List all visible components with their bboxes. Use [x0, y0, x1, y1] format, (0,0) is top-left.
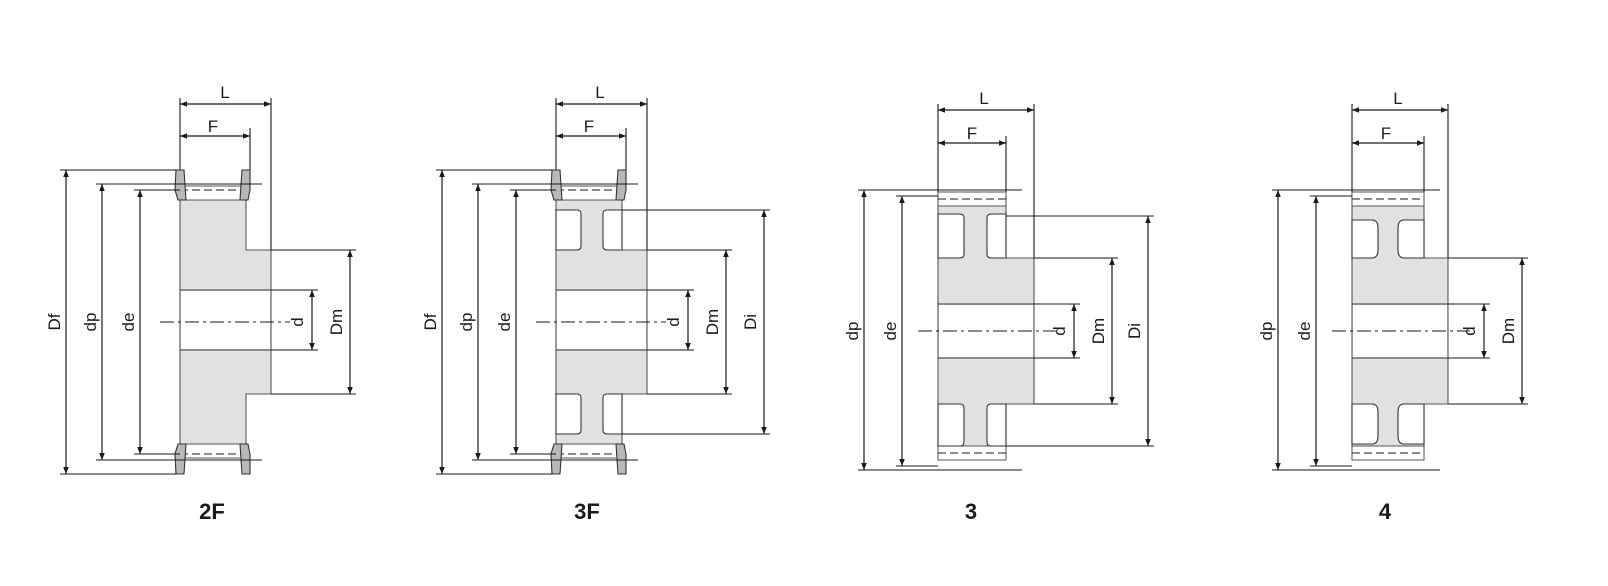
teeth-bottom-3: [937, 445, 1007, 461]
caption-3: 3: [965, 499, 977, 524]
dim-dp-label-2f: dp: [81, 313, 100, 332]
hole-top-left-3: [937, 213, 965, 259]
hole-top-4: [1351, 219, 1425, 259]
dim-df-label-3f: Df: [421, 313, 440, 330]
hole-bottom-left-3: [937, 403, 965, 447]
flange-right-top-3f: [615, 169, 627, 201]
teeth-top-3: [937, 191, 1007, 207]
dim-df-label-2f: Df: [45, 313, 64, 330]
dim-d-label-3: d: [1050, 326, 1069, 335]
dim-dm-label-3: Dm: [1089, 318, 1108, 344]
flange-left-top-2f: [174, 169, 187, 201]
flange-left-bottom-2f: [174, 443, 187, 475]
dim-l-label-3: L: [979, 89, 988, 108]
teeth-top-3f: [555, 185, 623, 201]
dim-di-label-3: Di: [1125, 323, 1144, 339]
dim-dp-label-4: dp: [1257, 322, 1276, 341]
hole-bottom-left-3f: [555, 393, 582, 435]
hole-top-right-3f: [602, 209, 623, 251]
bore-3f: [557, 291, 646, 349]
hole-bottom-right-3f: [602, 393, 623, 435]
dim-dp-label-3f: dp: [457, 313, 476, 332]
dim-de-label-4: de: [1295, 322, 1314, 341]
caption-3f: 3F: [574, 499, 600, 524]
flange-right-bottom-2f: [239, 443, 251, 475]
caption-4: 4: [1379, 499, 1392, 524]
figure-4: L F dp de d Dm 4: [1257, 89, 1528, 524]
teeth-bottom-2f: [179, 443, 247, 459]
flange-right-bottom-3f: [615, 443, 627, 475]
dim-f-label-3: F: [967, 124, 977, 143]
dim-dp-label-3: dp: [843, 322, 862, 341]
figure-2f: L F Df dp de d Dm 2F: [45, 83, 356, 524]
dim-dm-label-2f: Dm: [327, 309, 346, 335]
bore-2f: [181, 291, 270, 349]
dim-di-label-3f: Di: [741, 314, 760, 330]
hole-top-left-3f: [555, 209, 582, 251]
dim-l-label-2f: L: [220, 83, 229, 102]
flange-left-bottom-3f: [550, 443, 563, 475]
dim-l-label-3f: L: [595, 83, 604, 102]
dim-d-label-4: d: [1460, 326, 1479, 335]
dim-d-label-3f: d: [664, 317, 683, 326]
figure-3f: L F Df dp de d Dm Di 3F: [421, 83, 770, 524]
dim-de-label-2f: de: [119, 313, 138, 332]
dim-f-label-3f: F: [584, 117, 594, 136]
teeth-bottom-3f: [555, 443, 623, 459]
flange-right-top-2f: [239, 169, 251, 201]
dim-f-label-2f: F: [208, 117, 218, 136]
flange-left-top-3f: [550, 169, 563, 201]
teeth-top-2f: [179, 185, 247, 201]
dim-l-label-4: L: [1393, 89, 1402, 108]
dim-dm-label-4: Dm: [1499, 318, 1518, 344]
caption-2f: 2F: [199, 499, 225, 524]
dim-dm-label-3f: Dm: [703, 309, 722, 335]
dim-d-label-2f: d: [288, 317, 307, 326]
dim-de-label-3f: de: [495, 313, 514, 332]
dim-f-label-4: F: [1381, 124, 1391, 143]
dim-de-label-3: de: [881, 322, 900, 341]
hole-bottom-4: [1351, 403, 1425, 445]
hole-top-right-3: [986, 213, 1007, 259]
hole-bottom-right-3: [986, 403, 1007, 447]
figure-3: L F dp de d Dm Di 3: [843, 89, 1154, 524]
